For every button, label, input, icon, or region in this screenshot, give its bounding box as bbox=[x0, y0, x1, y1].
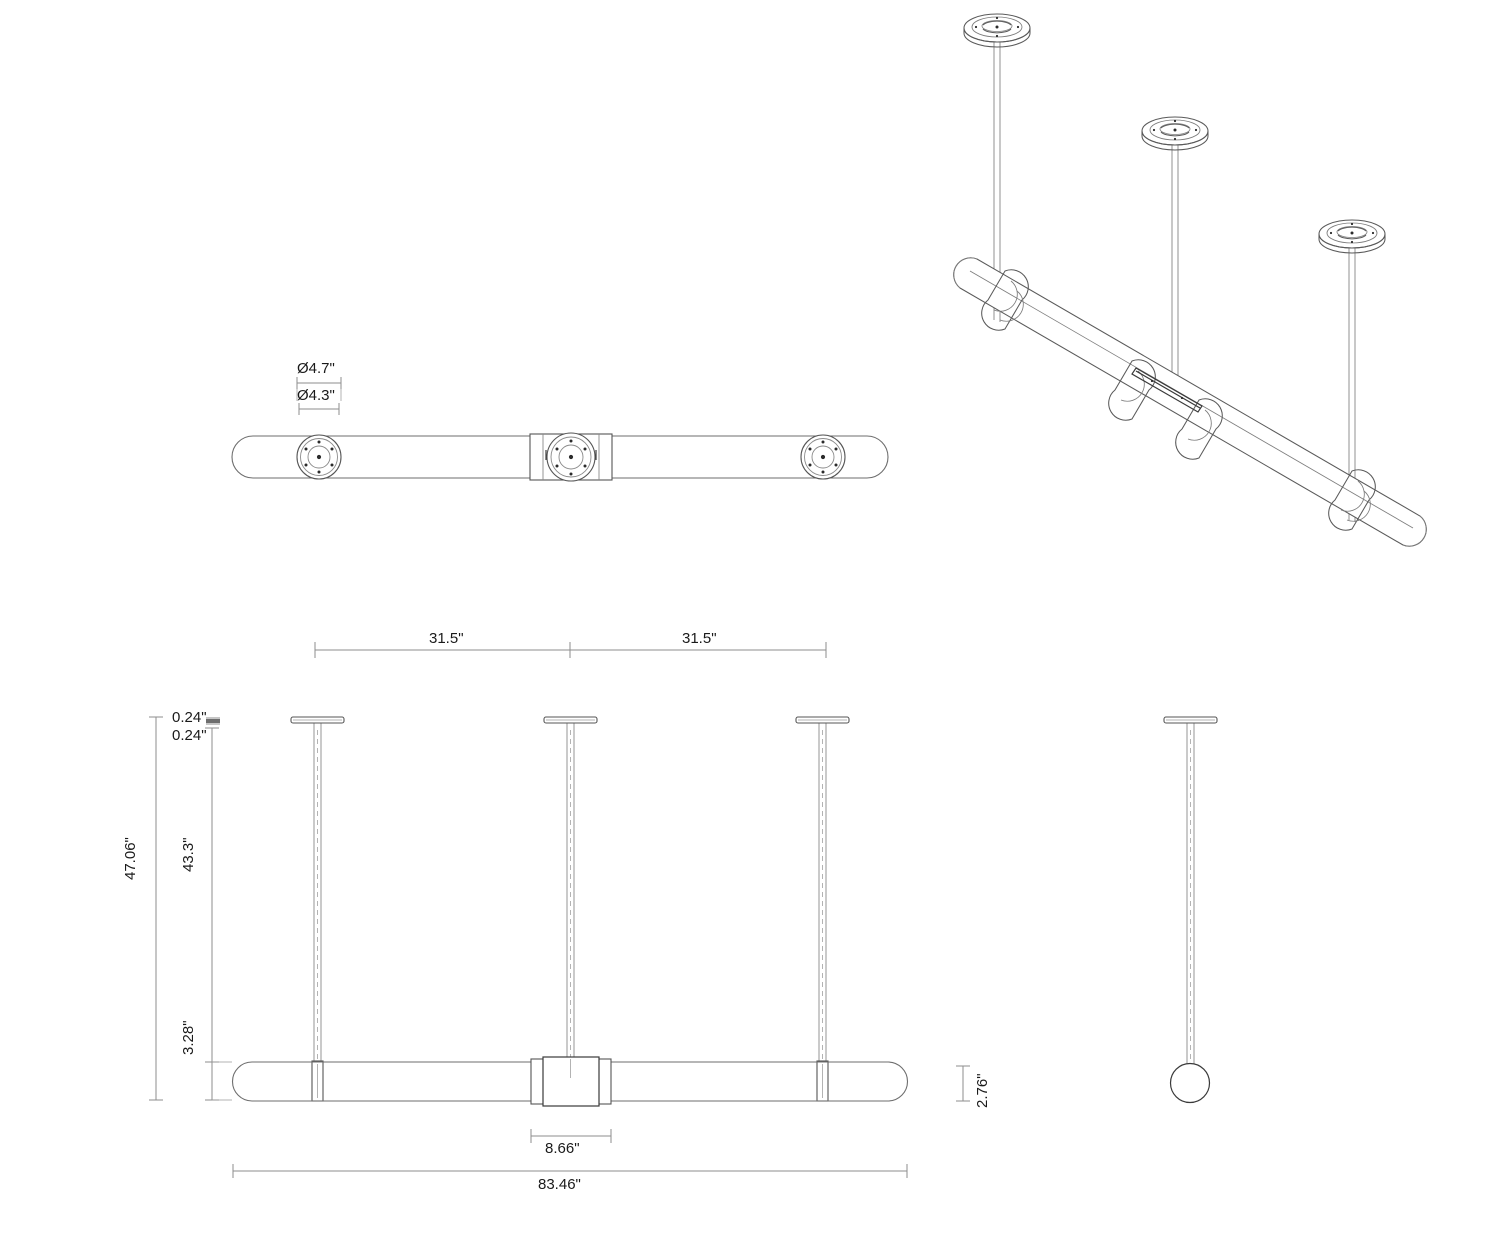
dim-overall-height bbox=[149, 716, 163, 1101]
dim-label-span-right: 31.5" bbox=[682, 630, 717, 647]
side-body-section bbox=[1169, 1062, 1211, 1104]
dim-label-canopy-outer-diameter: Ø4.7" bbox=[297, 360, 335, 377]
plan-view: Ø4.7" Ø4.3" bbox=[0, 0, 950, 560]
front-elevation-view: 31.5" 31.5" 0.24" 0.24" 47.06" 43.3" 3.2… bbox=[0, 600, 950, 1240]
canopy-plan-left bbox=[296, 434, 342, 480]
dim-body-diameter bbox=[956, 1065, 970, 1102]
dim-spans-top bbox=[314, 642, 827, 658]
stem-left bbox=[313, 722, 322, 1077]
dim-plate-thickness-ticks bbox=[206, 717, 220, 725]
isometric-view bbox=[930, 0, 1500, 600]
dim-label-plate-thickness-1: 0.24" bbox=[172, 709, 207, 726]
dim-label-stem-length: 43.3" bbox=[180, 837, 197, 872]
dim-junction-width bbox=[530, 1129, 612, 1143]
side-elevation-view: 2.76" bbox=[920, 600, 1350, 1240]
dim-overall-length bbox=[232, 1164, 908, 1178]
stem-collar-left bbox=[311, 1060, 324, 1102]
canopy-plan-right bbox=[800, 434, 846, 480]
dim-label-plate-thickness-2: 0.24" bbox=[172, 727, 207, 744]
canopy-plate-left bbox=[290, 716, 345, 724]
canopy-plate-right bbox=[795, 716, 850, 724]
fixture-tube-plan bbox=[231, 435, 889, 479]
dim-label-canopy-inner-diameter: Ø4.3" bbox=[297, 387, 335, 404]
iso-junction-connector bbox=[1108, 359, 1223, 460]
dim-label-body-diameter: 2.76" bbox=[974, 1073, 991, 1108]
iso-stem-right bbox=[1348, 240, 1356, 522]
stem-right bbox=[818, 722, 827, 1077]
side-stem bbox=[1186, 722, 1195, 1070]
dim-label-span-left: 31.5" bbox=[429, 630, 464, 647]
canopy-plate-center bbox=[543, 716, 598, 724]
iso-collar-right bbox=[1328, 469, 1376, 531]
iso-canopy-left bbox=[963, 13, 1031, 48]
dim-canopy-outer-diameter bbox=[296, 377, 342, 389]
dim-label-junction-width: 8.66" bbox=[545, 1140, 580, 1157]
dim-label-overall-height: 47.06" bbox=[122, 837, 139, 880]
iso-collar-left bbox=[981, 269, 1029, 331]
stem-collar-right bbox=[816, 1060, 829, 1102]
side-canopy-plate bbox=[1163, 716, 1218, 724]
dim-canopy-inner-diameter bbox=[298, 403, 340, 415]
iso-canopy-center bbox=[1141, 116, 1209, 151]
canopy-plan-center bbox=[546, 432, 596, 482]
dim-label-overall-length: 83.46" bbox=[538, 1176, 581, 1193]
iso-canopy-right bbox=[1318, 219, 1386, 254]
junction-box-elevation bbox=[530, 1056, 612, 1107]
stem-center bbox=[566, 722, 575, 1077]
dim-stem-and-body bbox=[205, 727, 232, 1101]
dim-label-body-height: 3.28" bbox=[180, 1020, 197, 1055]
fixture-body-elevation bbox=[232, 1061, 908, 1102]
iso-stem-center bbox=[1171, 137, 1179, 412]
